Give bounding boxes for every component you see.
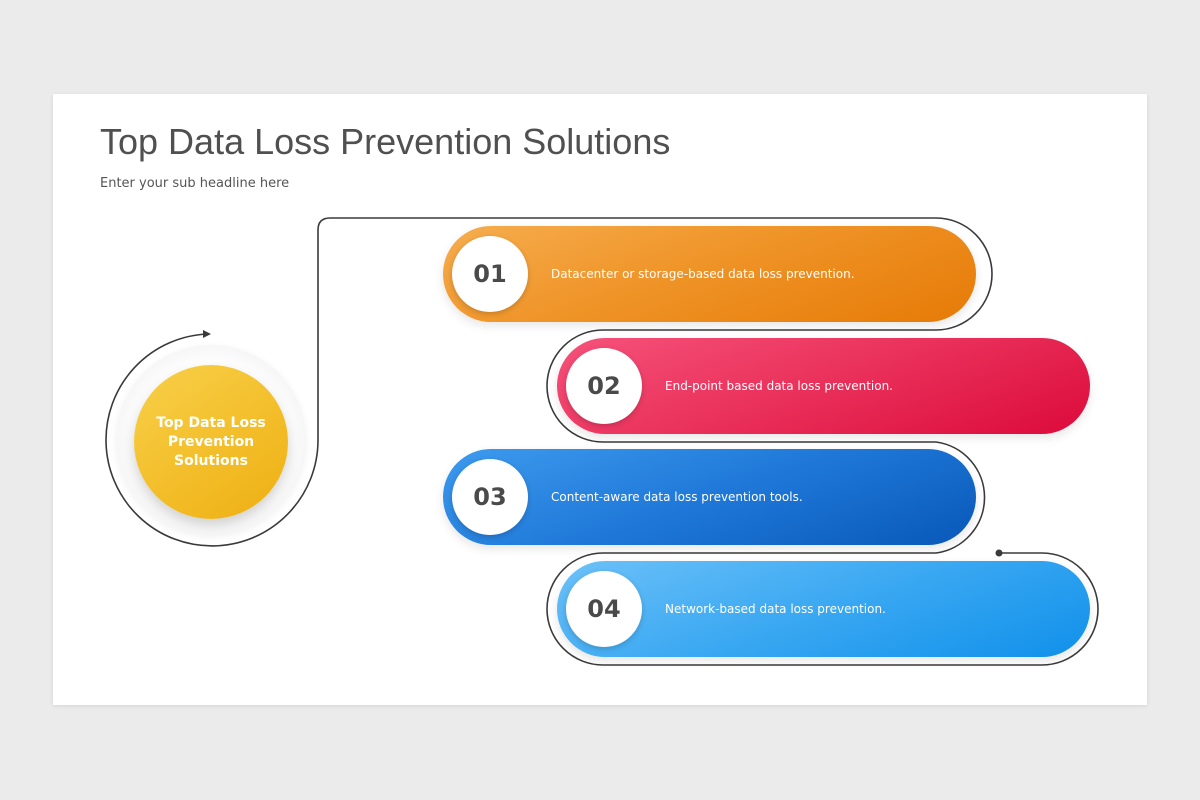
step-number-3: 03 <box>452 459 528 535</box>
path-end-dot <box>995 549 1003 557</box>
hub-circle: Top Data Loss Prevention Solutions <box>134 365 288 519</box>
arrow-head-icon <box>203 330 211 338</box>
step-text-3: Content-aware data loss prevention tools… <box>551 490 803 504</box>
step-text-1: Datacenter or storage-based data loss pr… <box>551 267 855 281</box>
step-number-1: 01 <box>452 236 528 312</box>
snake-path <box>317 217 1099 666</box>
hub-arc <box>105 333 319 547</box>
step-number-2: 02 <box>566 348 642 424</box>
step-number-4: 04 <box>566 571 642 647</box>
page-subtitle: Enter your sub headline here <box>100 176 290 191</box>
step-pill-1: 01 Datacenter or storage-based data loss… <box>443 226 976 322</box>
step-pill-4: 04 Network-based data loss prevention. <box>557 561 1090 657</box>
hub-label: Top Data Loss Prevention Solutions <box>156 414 266 469</box>
step-pill-3: 03 Content-aware data loss prevention to… <box>443 449 976 545</box>
step-text-2: End-point based data loss prevention. <box>665 379 893 393</box>
page-title: Top Data Loss Prevention Solutions <box>100 121 671 162</box>
step-text-4: Network-based data loss prevention. <box>665 602 886 616</box>
step-pill-2: 02 End-point based data loss prevention. <box>557 338 1090 434</box>
